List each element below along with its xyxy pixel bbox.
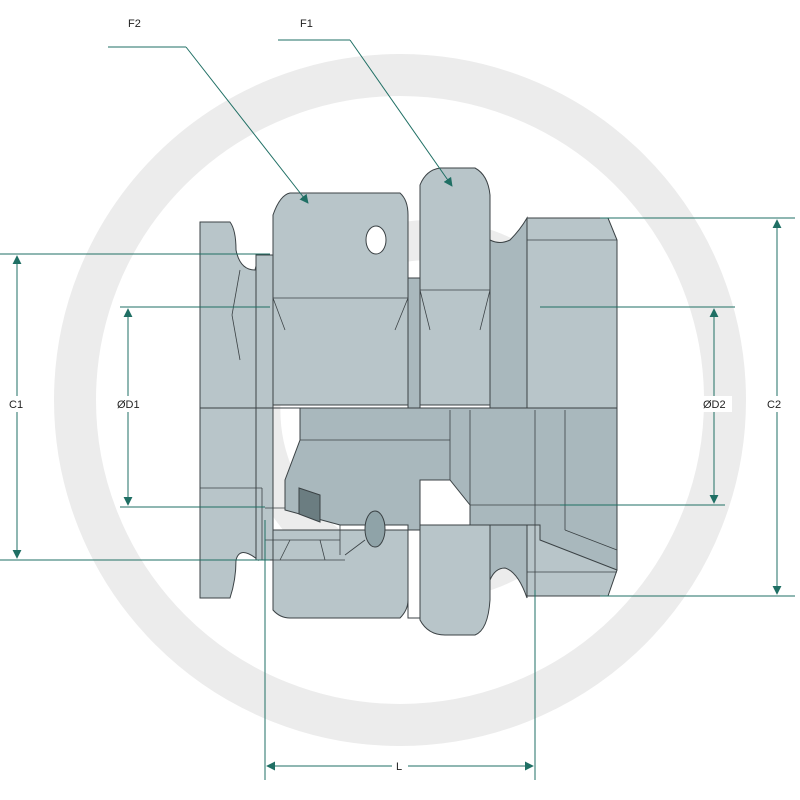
- f1-nut-lower: [419, 524, 491, 636]
- label-d2: ØD2: [703, 399, 726, 411]
- nut-hole: [365, 225, 387, 255]
- side-port: [364, 510, 386, 548]
- mid-neck: [407, 277, 421, 409]
- label-l: L: [396, 761, 402, 773]
- label-d1: ØD1: [117, 399, 140, 411]
- left-flange: [199, 221, 259, 599]
- label-f1: F1: [300, 18, 313, 30]
- inner-slot: [407, 529, 421, 619]
- dimension-labels: F2 F1 C1 ØD1 C2 ØD2 L: [6, 18, 790, 774]
- label-c2: C2: [767, 399, 781, 411]
- f1-nut-upper: [419, 167, 491, 406]
- label-c1: C1: [9, 399, 23, 411]
- features: [298, 225, 421, 619]
- bore-section: [200, 407, 618, 571]
- f2-nut-lower: [272, 529, 409, 619]
- f2-nut-upper: [272, 192, 409, 406]
- slot: [298, 487, 321, 523]
- label-f2: F2: [128, 18, 141, 30]
